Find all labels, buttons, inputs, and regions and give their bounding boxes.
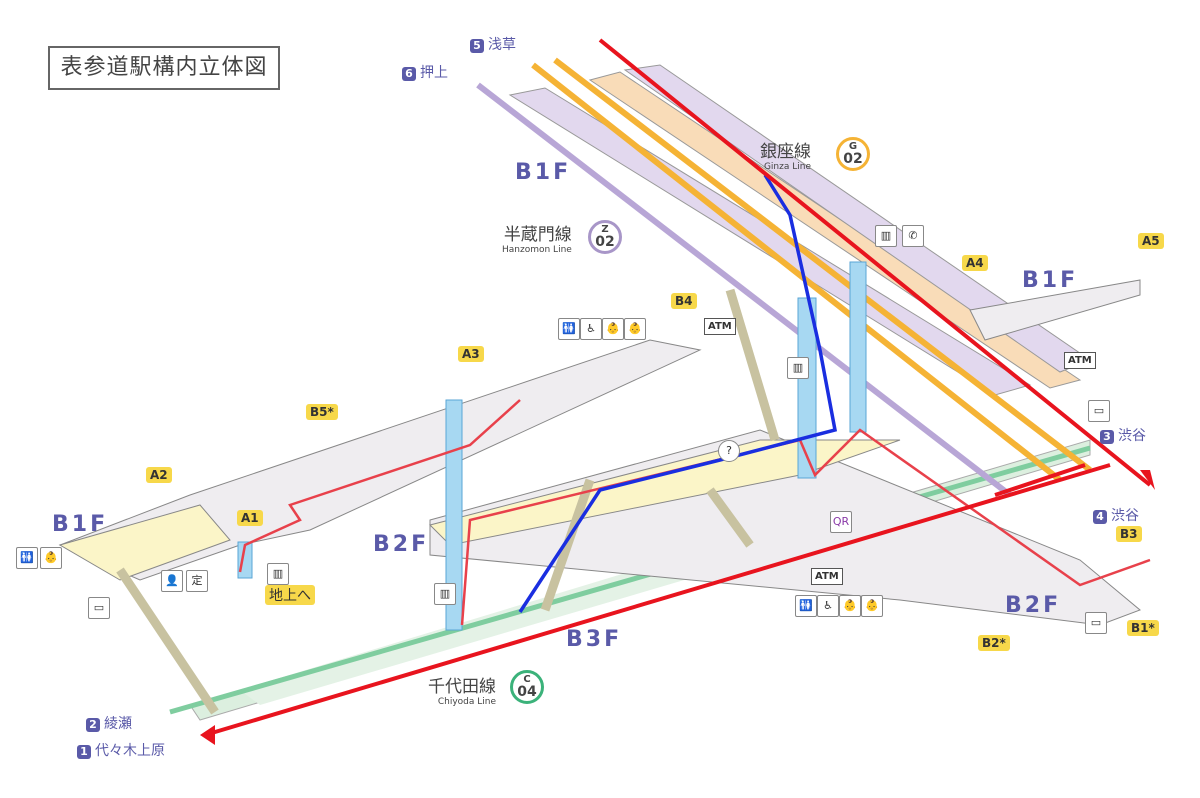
hanzomon-platform	[508, 87, 1032, 396]
b1f-right-concourse	[969, 279, 1141, 341]
floor-label: B2F	[1005, 593, 1062, 618]
ginza-track-1	[531, 62, 1062, 483]
exit-route	[238, 399, 521, 573]
info-icon: ?	[718, 440, 740, 462]
map-title: 表参道駅構内立体図	[48, 46, 280, 90]
atm-icon: ATM	[704, 318, 736, 335]
locker-icon: ▭	[1088, 400, 1110, 422]
arrowhead	[200, 725, 215, 745]
escalator	[725, 288, 780, 442]
locker-icon: ▭	[1085, 612, 1107, 634]
ticket-office-icon: 👤	[161, 570, 183, 592]
exit-a2[interactable]: A2	[146, 467, 172, 483]
exit-a5[interactable]: A5	[1138, 233, 1164, 249]
atm-icon: ATM	[811, 568, 843, 585]
qr-ticket-icon: QR	[830, 511, 852, 533]
exit-b2[interactable]: B2*	[978, 635, 1010, 651]
elevator-icon: ▥	[434, 583, 456, 605]
exit-b5[interactable]: B5*	[306, 404, 338, 420]
baby-room-icon: 👶	[40, 547, 62, 569]
elevator-icon: ▥	[875, 225, 897, 247]
elevator-icon: ▥	[267, 563, 289, 585]
direction-arrow-yoyogi	[204, 463, 1111, 737]
exit-a3[interactable]: A3	[458, 346, 484, 362]
baby-room-icon: 👶	[602, 318, 624, 340]
elevator-icon: ▥	[787, 357, 809, 379]
phone-icon: ✆	[902, 225, 924, 247]
toilet-icon: 🚻	[16, 547, 38, 569]
floor-label: B1F	[515, 160, 572, 185]
accessible-icon: ♿	[817, 595, 839, 617]
exit-a4[interactable]: A4	[962, 255, 988, 271]
pass-ticket-icon: 定	[186, 570, 208, 592]
nursing-icon: 👶	[624, 318, 646, 340]
exit-route	[460, 428, 1151, 626]
floor-label: B2F	[373, 532, 430, 557]
elevator-shaft	[849, 261, 867, 433]
hanzomon-track	[476, 82, 1012, 498]
exit-b3[interactable]: B3	[1116, 526, 1142, 542]
floor-label: B1F	[1022, 268, 1079, 293]
atm-icon: ATM	[1064, 352, 1096, 369]
locker-icon: ▭	[88, 597, 110, 619]
accessible-icon: ♿	[580, 318, 602, 340]
escalator	[116, 567, 219, 715]
toilet-icon: 🚻	[795, 595, 817, 617]
nursing-icon: 👶	[861, 595, 883, 617]
exit-b1[interactable]: B1*	[1127, 620, 1159, 636]
direction-arrow-shibuya	[598, 38, 1152, 487]
escalator	[706, 487, 754, 548]
toilet-icon: 🚻	[558, 318, 580, 340]
ginza-track-2	[553, 57, 1092, 473]
b1f-yellow-area	[58, 504, 231, 581]
exit-b4[interactable]: B4	[671, 293, 697, 309]
floor-label: B3F	[566, 627, 623, 652]
baby-room-icon: 👶	[839, 595, 861, 617]
direction-arrow-platform	[994, 463, 1086, 497]
to-ground-label: 地上へ	[265, 585, 315, 605]
escalator	[540, 478, 595, 612]
arrowhead	[1140, 470, 1155, 490]
chiyoda-track-line	[169, 445, 1091, 715]
exit-a1[interactable]: A1	[237, 510, 263, 526]
floor-label: B1F	[52, 512, 109, 537]
transfer-route	[518, 174, 838, 613]
elevator-shaft	[445, 399, 463, 631]
